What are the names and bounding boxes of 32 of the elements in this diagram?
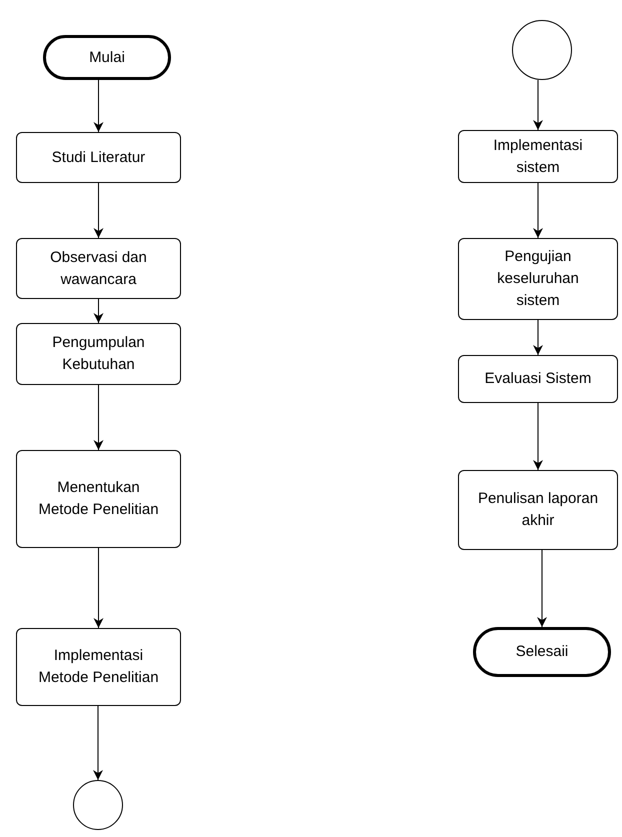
arrow (533, 402, 543, 470)
step-label: Studi Literatur (52, 148, 146, 168)
step-label: Implementasi Metode Penelitian (37, 646, 160, 688)
process-box (458, 355, 618, 403)
arrow (533, 80, 543, 130)
arrow (94, 548, 104, 628)
arrow (533, 182, 543, 238)
process-box (16, 628, 181, 706)
connector-circle (73, 780, 123, 830)
step-label: Evaluasi Sistem (484, 369, 592, 390)
step-label: Implementasi sistem (492, 136, 584, 178)
process-box (16, 238, 181, 299)
process-box (458, 470, 618, 550)
process-box (16, 323, 181, 385)
arrow (94, 80, 104, 132)
arrow (533, 320, 543, 356)
arrow (93, 706, 103, 780)
process-box (458, 130, 618, 183)
process-box (16, 132, 181, 183)
process-box (458, 238, 618, 320)
arrow (94, 384, 104, 450)
step-label: Observasi dan wawancara (49, 248, 148, 290)
step-label: Selesaii (516, 642, 568, 662)
step-label: Menentukan Metode Penelitian (37, 478, 160, 520)
step-label: Pengujian keseluruhan sistem (496, 247, 580, 311)
arrow (537, 550, 547, 628)
step-label: Penulisan laporan akhir (477, 489, 599, 531)
arrow (94, 182, 104, 238)
arrow (94, 298, 104, 324)
step-label: Pengumpulan Kebutuhan (51, 333, 146, 375)
step-label: Mulai (89, 48, 125, 68)
process-box (16, 450, 181, 548)
